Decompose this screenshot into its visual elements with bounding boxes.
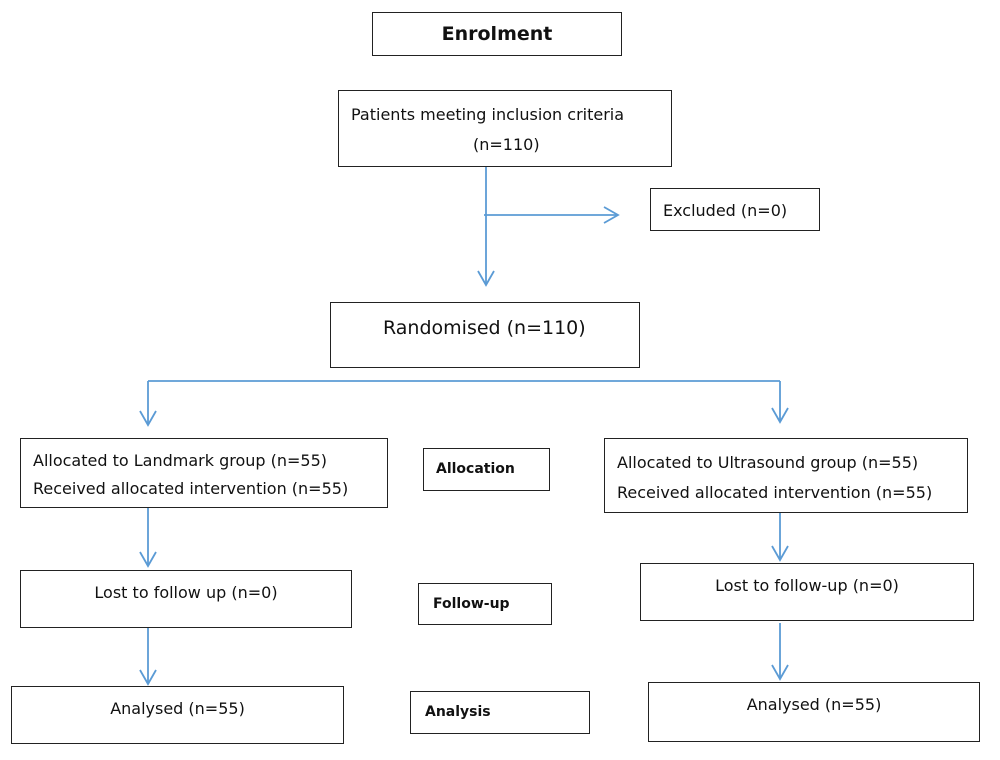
landmark-analysed-box: Analysed (n=55) bbox=[11, 686, 344, 744]
randomised-box: Randomised (n=110) bbox=[330, 302, 640, 368]
ultrasound-lost: Lost to follow-up (n=0) bbox=[715, 576, 899, 595]
allocation-stage-box: Allocation bbox=[423, 448, 550, 491]
landmark-received: Received allocated intervention (n=55) bbox=[33, 479, 349, 498]
analysis-stage-box: Analysis bbox=[410, 691, 590, 734]
enrolment-box: Enrolment bbox=[372, 12, 622, 56]
landmark-allocated: Allocated to Landmark group (n=55) bbox=[33, 451, 328, 470]
inclusion-box: Patients meeting inclusion criteria (n=1… bbox=[338, 90, 672, 167]
ultrasound-analysed: Analysed (n=55) bbox=[746, 695, 882, 714]
ultrasound-lost-box: Lost to follow-up (n=0) bbox=[640, 563, 974, 621]
ultrasound-allocation-box: Allocated to Ultrasound group (n=55) Rec… bbox=[604, 438, 968, 513]
ultrasound-analysed-box: Analysed (n=55) bbox=[648, 682, 980, 742]
enrolment-label: Enrolment bbox=[441, 23, 553, 45]
analysis-stage-label: Analysis bbox=[425, 704, 491, 720]
ultrasound-allocated: Allocated to Ultrasound group (n=55) bbox=[617, 453, 919, 472]
allocation-stage-label: Allocation bbox=[436, 461, 515, 477]
follow-up-stage-box: Follow-up bbox=[418, 583, 552, 625]
randomised-label: Randomised (n=110) bbox=[383, 317, 586, 339]
follow-up-stage-label: Follow-up bbox=[433, 596, 510, 612]
landmark-allocation-box: Allocated to Landmark group (n=55) Recei… bbox=[20, 438, 388, 508]
excluded-label: Excluded (n=0) bbox=[663, 201, 788, 220]
landmark-lost: Lost to follow up (n=0) bbox=[94, 583, 278, 602]
landmark-analysed: Analysed (n=55) bbox=[110, 699, 245, 718]
landmark-lost-box: Lost to follow up (n=0) bbox=[20, 570, 352, 628]
ultrasound-received: Received allocated intervention (n=55) bbox=[617, 483, 933, 502]
excluded-box: Excluded (n=0) bbox=[650, 188, 820, 231]
inclusion-line2: (n=110) bbox=[473, 135, 540, 154]
inclusion-line1: Patients meeting inclusion criteria bbox=[351, 105, 625, 124]
